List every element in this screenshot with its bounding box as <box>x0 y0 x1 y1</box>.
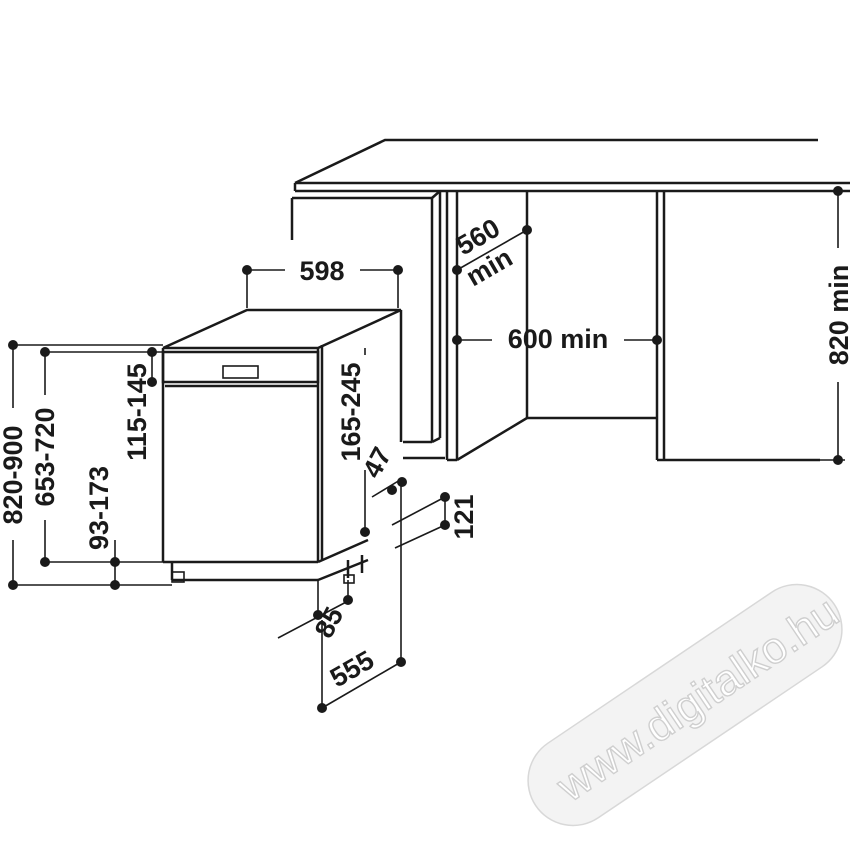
watermark-text: www.digitalko.hu <box>548 587 848 811</box>
dishwasher-top <box>162 308 402 350</box>
label-93-173: 93-173 <box>84 466 114 550</box>
display-window <box>222 365 259 379</box>
foot-rear <box>343 574 355 584</box>
kitchen-cabinet <box>290 138 850 462</box>
label-115-145: 115-145 <box>122 363 152 461</box>
foot-front <box>171 571 185 583</box>
watermark: www.digitalko.hu <box>527 583 848 827</box>
label-820-min: 820 min <box>824 265 850 366</box>
label-653-720: 653-720 <box>30 407 60 506</box>
label-555: 555 <box>325 645 379 694</box>
dimension-lines <box>8 186 845 713</box>
dishwasher <box>161 308 403 584</box>
control-panel <box>161 350 320 384</box>
label-85: 85 <box>309 602 350 643</box>
dimension-labels: 598 560 min 600 min 820 min 820-900 653-… <box>0 213 850 694</box>
label-820-900: 820-900 <box>0 425 28 524</box>
countertop-top <box>294 138 818 185</box>
watermark-badge <box>527 583 843 827</box>
label-121: 121 <box>449 494 479 539</box>
label-598: 598 <box>299 256 344 286</box>
label-600-min: 600 min <box>508 324 609 354</box>
label-165-245: 165-245 <box>336 362 366 461</box>
